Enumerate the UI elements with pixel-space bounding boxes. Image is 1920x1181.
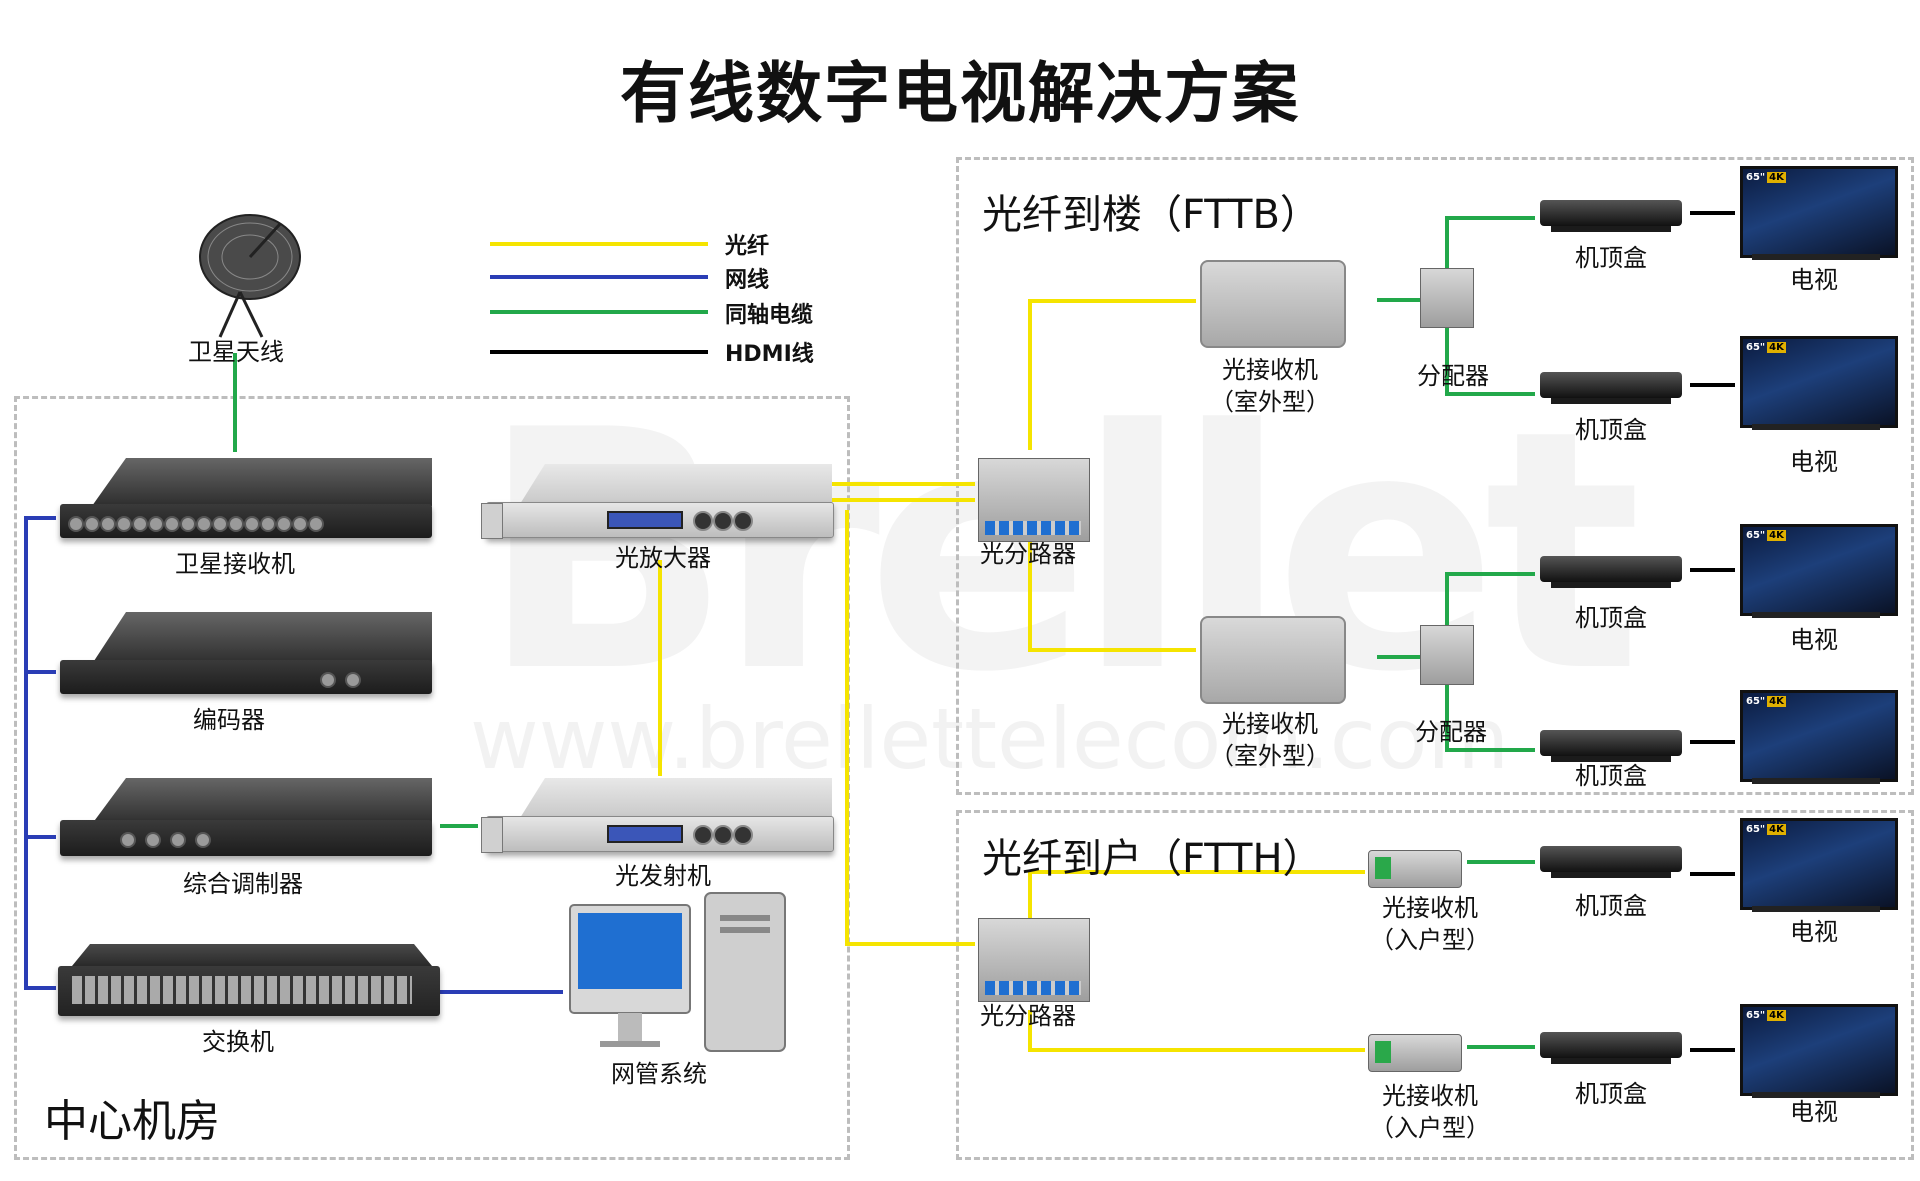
label-stb-5: 机顶盒	[1575, 892, 1647, 920]
label-tv-2: 电视	[1790, 448, 1838, 476]
label-home-receiver-1: 光接收机（入户型）	[1370, 894, 1490, 955]
tv-badge-icon: 65"4K	[1746, 342, 1786, 353]
label-satellite-antenna: 卫星天线	[188, 338, 284, 366]
label-stb-4: 机顶盒	[1575, 762, 1647, 790]
label-splitter-fttb: 光分路器	[980, 540, 1076, 568]
coax-distributor-2	[1420, 625, 1474, 685]
tv-5: 65"4K	[1740, 818, 1898, 910]
fiber-splitter1-receiver1	[1028, 299, 1196, 450]
coax-distributor2-stb4	[1445, 684, 1535, 752]
satellite-receiver-top	[92, 458, 432, 506]
fiber-amp-splitter2	[845, 510, 975, 946]
optical-splitter-fttb	[978, 458, 1090, 542]
label-stb-6: 机顶盒	[1575, 1080, 1647, 1108]
label-tv-5: 电视	[1790, 918, 1838, 946]
legend-label-coax: 同轴电缆	[725, 303, 814, 328]
label-splitter-ftth: 光分路器	[980, 1002, 1076, 1030]
legend-label-fiber: 光纤	[725, 234, 770, 259]
computer-icon	[569, 892, 786, 1052]
set-top-box-5	[1540, 846, 1682, 878]
tv-badge-icon: 65"4K	[1746, 1010, 1786, 1021]
zone-ftth	[956, 810, 1914, 1160]
satellite-dish-icon	[199, 214, 301, 338]
coax-distributor1-stb2	[1445, 325, 1535, 396]
zone-title-fttb: 光纤到楼（FTTB）	[982, 192, 1320, 238]
tv-stand-3	[1752, 612, 1880, 618]
optical-amplifier	[481, 502, 834, 539]
label-outdoor-receiver-1: 光接收机（室外型）	[1210, 356, 1330, 417]
optical-transmitter	[481, 816, 834, 853]
zone-title-center: 中心机房	[44, 1096, 220, 1147]
label-home-receiver-2: 光接收机（入户型）	[1370, 1082, 1490, 1143]
tv-4: 65"4K	[1740, 690, 1898, 782]
tv-stand-1	[1752, 254, 1880, 260]
tv-1: 65"4K	[1740, 166, 1898, 258]
modulator-top	[92, 778, 432, 824]
tv-badge-icon: 65"4K	[1746, 696, 1786, 707]
switch-top	[72, 944, 432, 966]
legend-label-hdmi: HDMI线	[725, 342, 814, 367]
encoder	[60, 660, 432, 694]
satellite-receiver	[60, 504, 432, 538]
tv-2: 65"4K	[1740, 336, 1898, 428]
set-top-box-6	[1540, 1032, 1682, 1064]
home-optical-receiver-2	[1368, 1034, 1462, 1072]
tv-6: 65"4K	[1740, 1004, 1898, 1096]
label-tv-1: 电视	[1790, 266, 1838, 294]
tv-3: 65"4K	[1740, 524, 1898, 616]
label-stb-2: 机顶盒	[1575, 416, 1647, 444]
zone-fttb	[956, 157, 1914, 795]
tv-badge-icon: 65"4K	[1746, 824, 1786, 835]
home-optical-receiver-1	[1368, 850, 1462, 888]
label-satellite-receiver: 卫星接收机	[175, 550, 295, 578]
fiber-splitter2-home1	[1028, 870, 1365, 918]
tv-badge-icon: 65"4K	[1746, 172, 1786, 183]
label-stb-1: 机顶盒	[1575, 244, 1647, 272]
label-outdoor-receiver-2: 光接收机（室外型）	[1210, 710, 1330, 771]
integrated-modulator	[60, 820, 432, 856]
encoder-top	[92, 612, 432, 664]
set-top-box-2	[1540, 372, 1682, 404]
tv-stand-5	[1752, 906, 1880, 912]
optical-amplifier-top	[520, 464, 832, 504]
fiber-splitter2-home2	[1028, 1010, 1365, 1052]
network-switch	[58, 966, 440, 1016]
coax-distributor1-stb1	[1445, 216, 1535, 268]
label-optical-amplifier: 光放大器	[615, 544, 711, 572]
fiber-splitter1-receiver2	[1028, 540, 1196, 652]
optical-transmitter-top	[520, 778, 832, 818]
tv-stand-6	[1752, 1092, 1880, 1098]
label-modulator: 综合调制器	[183, 870, 303, 898]
label-distributor-2: 分配器	[1415, 718, 1487, 746]
label-tv-6: 电视	[1790, 1098, 1838, 1126]
label-stb-3: 机顶盒	[1575, 604, 1647, 632]
url-watermark: www.brellettelecom.com	[470, 690, 1510, 788]
zone-title-ftth: 光纤到户（FTTH）	[982, 836, 1323, 882]
tv-badge-icon: 65"4K	[1746, 530, 1786, 541]
set-top-box-3	[1540, 556, 1682, 588]
legend-label-network: 网线	[725, 268, 770, 293]
tv-stand-2	[1752, 424, 1880, 430]
set-top-box-1	[1540, 200, 1682, 232]
outdoor-optical-receiver-1	[1200, 260, 1346, 348]
optical-splitter-ftth	[978, 918, 1090, 1002]
label-nms: 网管系统	[611, 1060, 707, 1088]
lan-rack-bus	[24, 516, 56, 990]
page-title: 有线数字电视解决方案	[620, 55, 1300, 132]
outdoor-optical-receiver-2	[1200, 616, 1346, 704]
coax-distributor2-stb3	[1445, 572, 1535, 625]
label-distributor-1: 分配器	[1417, 362, 1489, 390]
tv-stand-4	[1752, 778, 1880, 784]
label-switch: 交换机	[202, 1028, 274, 1056]
label-tv-3: 电视	[1790, 626, 1838, 654]
coax-distributor-1	[1420, 268, 1474, 328]
set-top-box-4	[1540, 730, 1682, 762]
label-encoder: 编码器	[193, 706, 265, 734]
label-optical-transmitter: 光发射机	[615, 862, 711, 890]
